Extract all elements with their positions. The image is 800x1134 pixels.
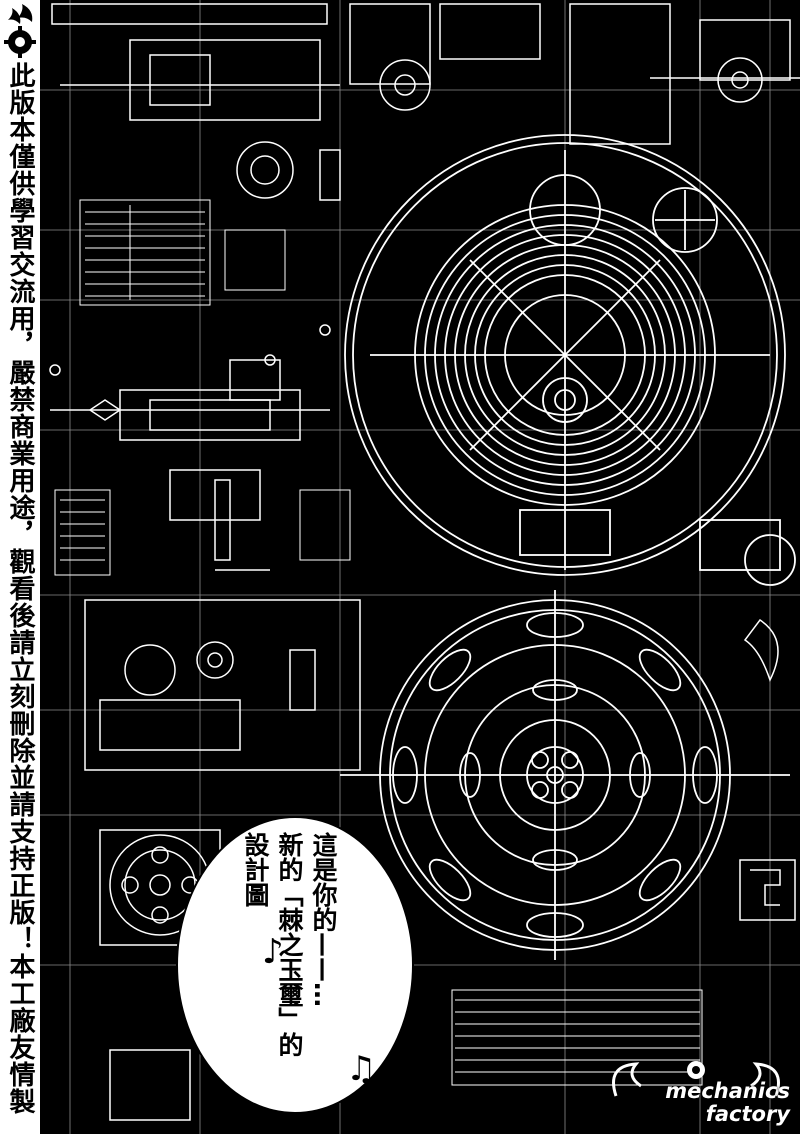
speech-line-3: 設計圖 — [241, 832, 270, 907]
speech-line-2: 新的「棘之玉璽」的 — [275, 832, 304, 1057]
left-mechanism — [49, 324, 331, 571]
music-notes-icon: ♫ — [346, 1049, 377, 1089]
lower-gear — [340, 590, 790, 960]
speech-line-1: 這是你的——… — [309, 832, 338, 1007]
gear-wing-logo-icon — [4, 4, 36, 58]
upper-wheel — [344, 134, 796, 586]
side-notice-strip — [0, 0, 40, 1134]
usage-notice-text: 此版本僅供學習交流用，嚴禁商業用途，觀看後請立刻刪除並請支持正版！本工廠友情製作… — [5, 62, 35, 1115]
watermark-line-1: mechanics — [665, 1079, 790, 1103]
mechanics-factory-logo-icon — [612, 1061, 780, 1097]
top-machine-parts — [51, 3, 800, 201]
spec-tables — [54, 199, 703, 1086]
speech-bubble-text: 這是你的——… 新的「棘之玉璽」的 設計圖 — [238, 832, 340, 1102]
watermark-line-2: factory — [705, 1102, 790, 1126]
music-note-icon: ♪ — [262, 932, 284, 972]
watermark-text: mechanics factory — [665, 1080, 790, 1126]
lower-left-machine — [84, 599, 796, 1121]
